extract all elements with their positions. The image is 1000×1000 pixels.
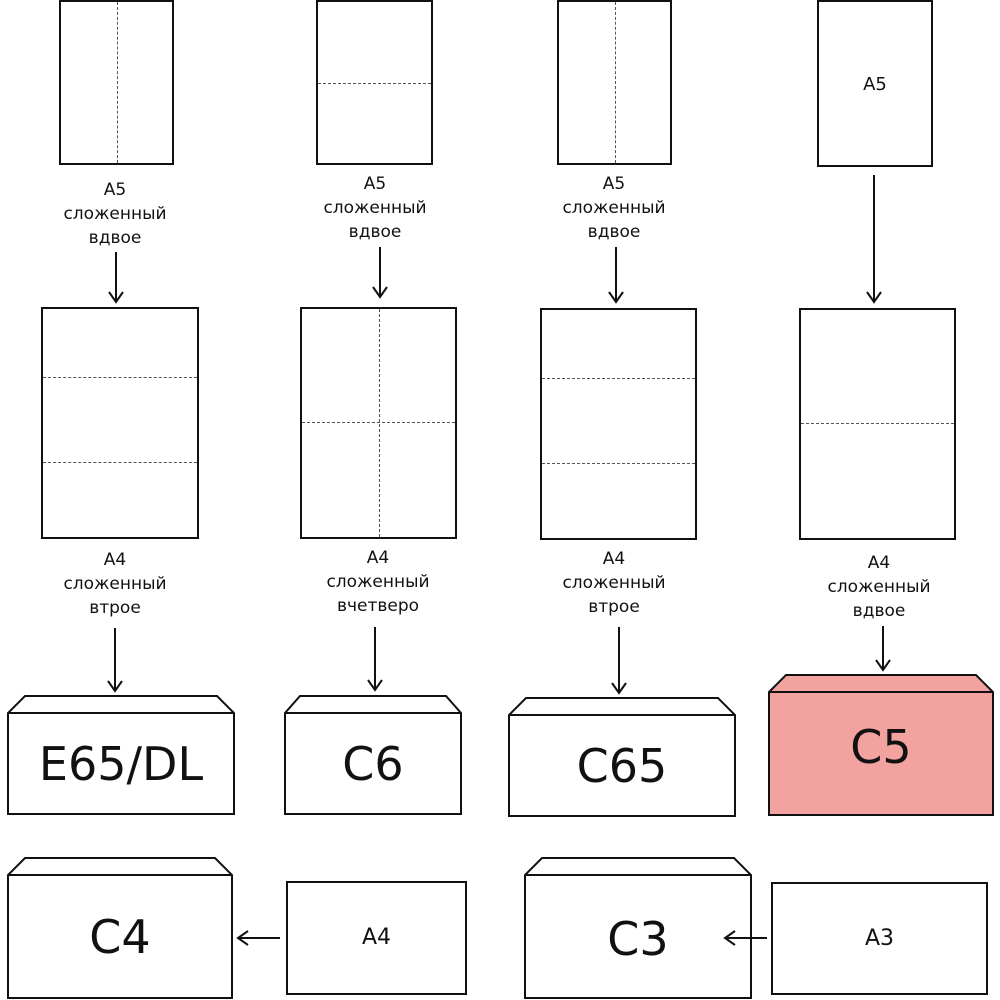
mid-sheet-col3 [540, 308, 697, 540]
envelope-c3: C3 [524, 857, 752, 999]
arrow-left-icon [723, 930, 767, 946]
fold-line [117, 2, 118, 163]
caption-line: A5 [602, 174, 626, 194]
mid-caption-col4: A4 сложенный вдвое [804, 551, 954, 623]
sheet-label: A4 [361, 925, 392, 950]
arrow-down-icon [107, 628, 123, 693]
mid-sheet-col1 [41, 307, 199, 539]
top-sheet-col3 [557, 0, 672, 165]
top-caption-col2: A5 сложенный вдвое [300, 172, 450, 244]
caption-line: A5 [103, 180, 127, 200]
envelope-c4: C4 [7, 857, 233, 999]
sheet-a4: A4 [286, 881, 467, 995]
arrow-down-icon [372, 247, 388, 299]
caption-line: вдвое [88, 228, 142, 248]
caption-line: сложенный [562, 573, 666, 593]
mid-caption-col1: A4 сложенный втрое [40, 548, 190, 620]
sheet-a3: A3 [771, 882, 988, 995]
sheet-label: A3 [864, 926, 895, 951]
envelope-label: C4 [89, 910, 151, 964]
caption-line: сложенный [323, 198, 427, 218]
caption-line: вдвое [348, 222, 402, 242]
top-sheet-col1 [59, 0, 174, 165]
envelope-col2: C6 [284, 695, 462, 815]
arrow-down-icon [611, 627, 627, 695]
envelope-col3: C65 [508, 697, 736, 817]
envelope-col4: C5 [768, 674, 994, 816]
caption-line: A4 [366, 548, 390, 568]
caption-line: сложенный [326, 572, 430, 592]
caption-line: A4 [103, 550, 127, 570]
arrow-left-icon [236, 930, 280, 946]
arrow-down-icon [608, 247, 624, 304]
fold-line [801, 423, 954, 424]
arrow-down-icon [108, 252, 124, 304]
caption-line: сложенный [63, 204, 167, 224]
fold-line [318, 83, 431, 84]
mid-caption-col2: A4 сложенный вчетверо [303, 546, 453, 618]
caption-line: A5 [363, 174, 387, 194]
fold-line [542, 463, 695, 464]
mid-sheet-col2 [300, 307, 457, 539]
arrow-down-icon [866, 175, 882, 304]
caption-line: втрое [89, 598, 141, 618]
caption-line: вдвое [852, 601, 906, 621]
envelope-label: C5 [850, 720, 912, 774]
caption-line: вдвое [587, 222, 641, 242]
top-caption-col3: A5 сложенный вдвое [539, 172, 689, 244]
fold-line [542, 378, 695, 379]
fold-line [302, 422, 455, 423]
fold-line [379, 309, 380, 537]
caption-line: вчетверо [336, 596, 420, 616]
envelope-label: E65/DL [38, 737, 204, 791]
arrow-down-icon [367, 627, 383, 692]
envelope-label: C65 [576, 739, 668, 793]
fold-line [615, 2, 616, 163]
envelope-label: C3 [607, 912, 669, 966]
caption-line: сложенный [827, 577, 931, 597]
top-sheet-col4: A5 [817, 0, 933, 167]
caption-line: A4 [867, 553, 891, 573]
top-caption-col1: A5 сложенный вдвое [40, 178, 190, 250]
sheet-label: A5 [863, 74, 887, 95]
envelope-col1: E65/DL [7, 695, 235, 815]
caption-line: сложенный [562, 198, 666, 218]
fold-line [43, 462, 197, 463]
arrow-down-icon [875, 626, 891, 672]
fold-line [43, 377, 197, 378]
caption-line: втрое [588, 597, 640, 617]
envelope-label: C6 [342, 737, 404, 791]
mid-caption-col3: A4 сложенный втрое [539, 547, 689, 619]
top-sheet-col2 [316, 0, 433, 165]
caption-line: сложенный [63, 574, 167, 594]
mid-sheet-col4 [799, 308, 956, 540]
caption-line: A4 [602, 549, 626, 569]
